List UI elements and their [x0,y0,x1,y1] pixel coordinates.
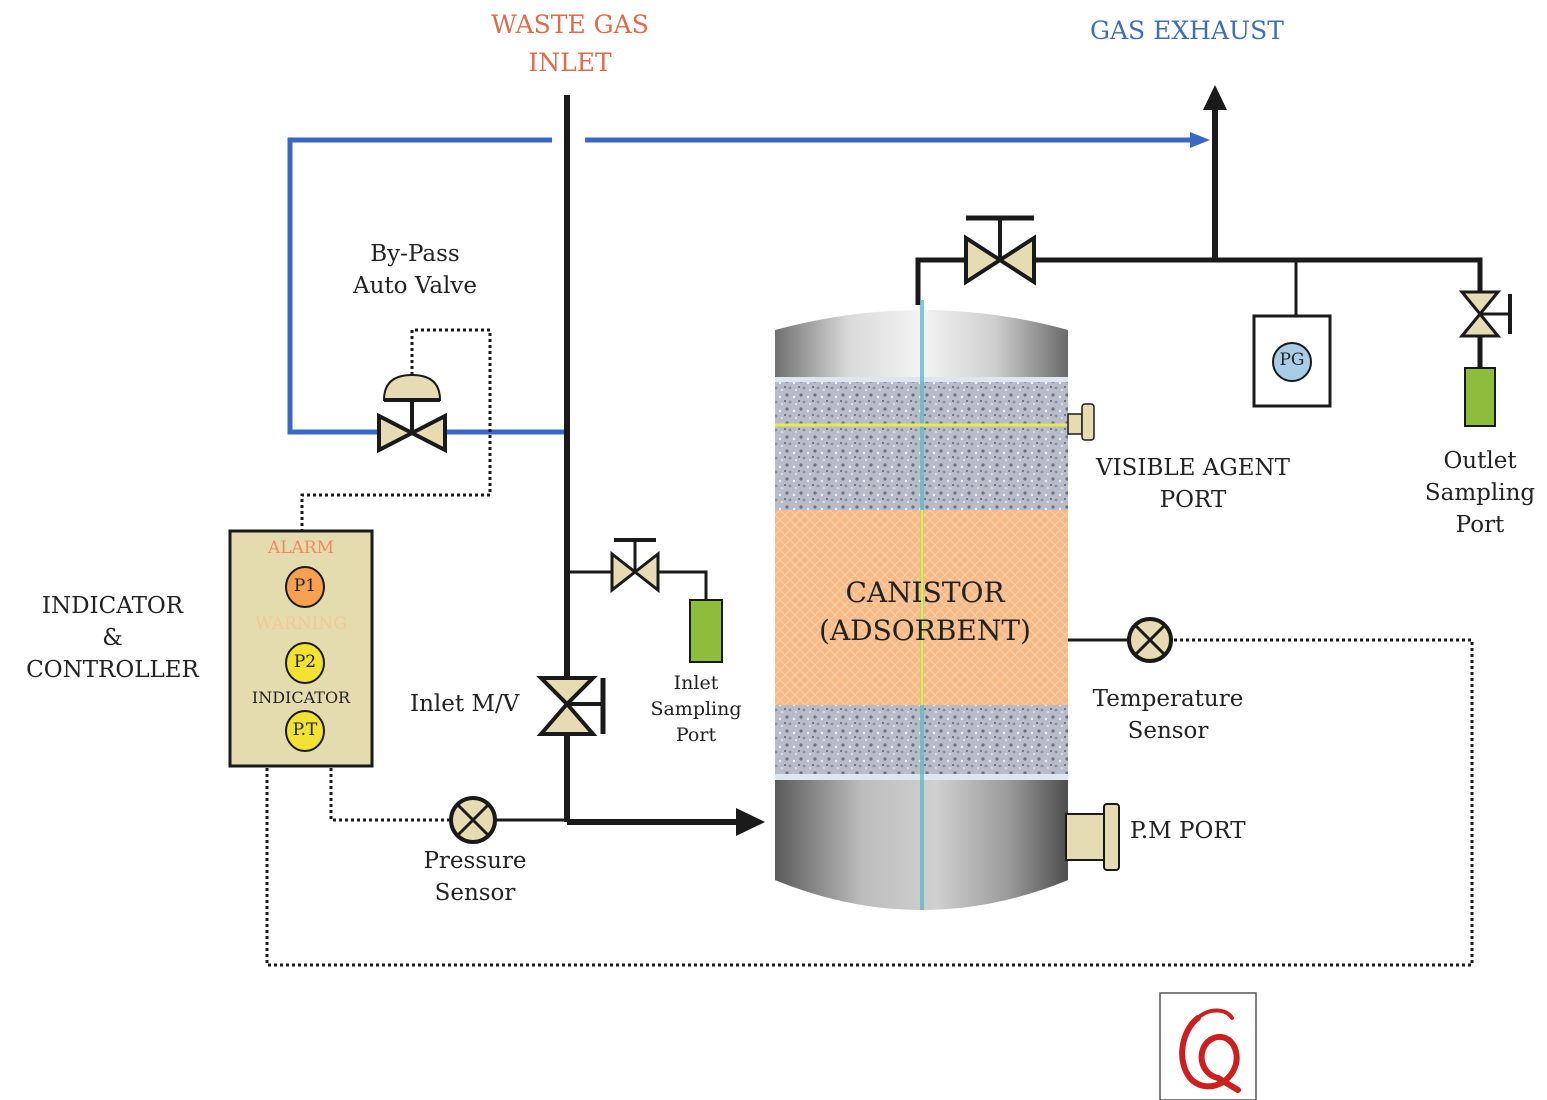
inlet-sampling-line1: Inlet [673,672,719,694]
pressure-sensor-icon [449,796,567,844]
pm-port-label: P.M PORT [1130,818,1246,844]
canister-vessel [775,300,1068,910]
exhaust-pipe [915,85,1483,368]
outlet-sampling-line2: Sampling [1424,480,1536,506]
outlet-sampling-port-label: Outlet Sampling Port [1410,445,1547,541]
outlet-sampling-valve-icon [1458,290,1512,427]
p1-lamp-label: P1 [293,576,317,596]
temperature-sensor-label: Temperature Sensor [1078,683,1258,747]
inlet-manual-valve-icon [536,676,606,736]
visible-agent-port-label: VISIBLE AGENT PORT [1078,452,1308,516]
indicator-controller-label: INDICATOR & CONTROLLER [10,590,215,686]
inlet-sampling-valve-icon [567,538,723,663]
panel-indicator-label: INDICATOR [251,688,351,707]
waste-gas-label-line1: WASTE GAS [491,10,649,39]
gas-exhaust-label: GAS EXHAUST [1090,16,1284,45]
waste-gas-label-line2: INLET [528,48,612,77]
bypass-auto-valve-icon [377,373,447,454]
canistor-label-line1: CANISTOR [845,576,1005,609]
exhaust-valve-icon [964,215,1036,286]
pressure-label-line2: Sensor [434,880,516,906]
pg-label: PG [1279,350,1305,370]
canistor-label: CANISTOR (ADSORBENT) [775,574,1075,650]
outlet-sampling-line1: Outlet [1443,448,1517,474]
bypass-valve-label: By-Pass Auto Valve [320,238,510,302]
indicator-label-line2: & [102,625,123,651]
visible-agent-port-icon [1067,403,1095,441]
inlet-sampling-line3: Port [675,724,717,746]
indicator-label-line3: CONTROLLER [26,657,199,683]
pt-lamp-label: P.T [292,720,318,740]
bypass-label-line2: Auto Valve [353,273,477,299]
pm-port-icon [1065,803,1120,871]
signal-lines [265,328,1474,967]
temperature-label-line2: Sensor [1127,718,1209,744]
indicator-label-line1: INDICATOR [41,593,184,619]
alarm-label: ALARM [267,538,335,558]
canistor-label-line2: (ADSORBENT) [819,614,1031,647]
pressure-gauge-icon [1252,314,1332,408]
visible-agent-line2: PORT [1159,487,1227,513]
controller-panel [228,529,374,768]
inlet-sampling-port-label: Inlet Sampling Port [636,670,756,748]
temperature-sensor-icon [1068,617,1173,663]
outlet-sampling-line3: Port [1455,512,1505,538]
p2-lamp-label: P2 [293,652,317,672]
inlet-sampling-line2: Sampling [650,698,742,720]
warning-label: WARNING [255,614,347,634]
logo-box [1159,992,1257,1100]
visible-agent-line1: VISIBLE AGENT [1095,455,1291,481]
pressure-sensor-label: Pressure Sensor [400,845,550,909]
inlet-mv-label: Inlet M/V [410,691,520,717]
waste-gas-inlet-label: WASTE GAS INLET [440,6,700,82]
temperature-label-line1: Temperature [1092,686,1244,712]
bypass-label-line1: By-Pass [370,241,460,267]
pressure-label-line1: Pressure [423,848,527,874]
